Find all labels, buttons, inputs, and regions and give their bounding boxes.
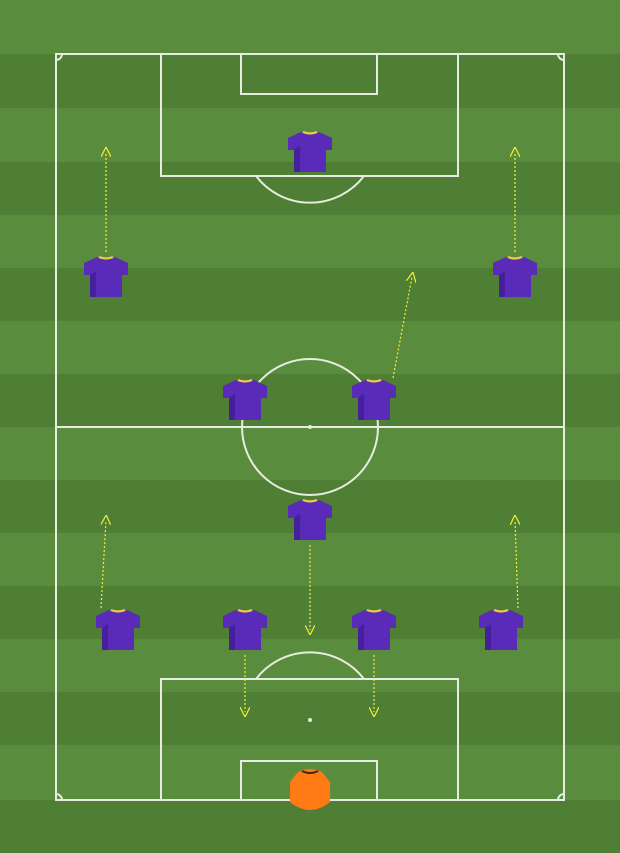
- shirt-icon-lb[interactable]: [96, 608, 140, 650]
- shirt-shade: [358, 624, 364, 650]
- shirt-shade: [294, 514, 300, 540]
- bottom-penalty-arc: [255, 651, 365, 680]
- collar: [110, 608, 126, 613]
- corner-arc-top-right: [557, 53, 565, 61]
- collar: [302, 130, 318, 135]
- shirt-icon-lw[interactable]: [84, 255, 128, 297]
- collar: [301, 770, 319, 774]
- collar: [493, 608, 509, 613]
- collar: [98, 255, 114, 260]
- bottom-penalty-spot: [308, 718, 312, 722]
- shirt-shade: [358, 394, 364, 420]
- shirt-icon-rcm[interactable]: [352, 378, 396, 420]
- corner-arc-bottom-right: [557, 793, 565, 801]
- shirt-icon-lcb[interactable]: [223, 608, 267, 650]
- shirt-shade: [90, 271, 96, 297]
- corner-arc-bottom-left: [55, 793, 63, 801]
- goalkeeper-shirt-icon-gk[interactable]: [290, 769, 330, 810]
- movement-arrows: [100, 152, 518, 712]
- shirt-icon-dm[interactable]: [288, 498, 332, 540]
- shirt-icon-rcb[interactable]: [352, 608, 396, 650]
- run-arrow-lb: [100, 520, 106, 609]
- collar: [366, 608, 382, 613]
- grass-stripe: [0, 639, 620, 692]
- grass-stripe: [0, 0, 620, 54]
- players: [84, 130, 537, 810]
- collar: [302, 498, 318, 503]
- goalkeeper-shirt-body: [290, 769, 330, 810]
- shirt-shade: [229, 624, 235, 650]
- shirt-icon-rw[interactable]: [493, 255, 537, 297]
- shirt-shade: [485, 624, 491, 650]
- grass-stripe: [0, 321, 620, 374]
- shirt-icon-st[interactable]: [288, 130, 332, 172]
- top-goal-area: [240, 53, 378, 95]
- shirt-shade: [499, 271, 505, 297]
- centre-circle: [241, 358, 379, 496]
- collar: [237, 608, 253, 613]
- grass-stripe: [0, 427, 620, 480]
- grass-stripe: [0, 54, 620, 108]
- collar: [366, 378, 382, 383]
- run-arrow-rcm: [392, 277, 412, 379]
- corner-arc-top-left: [55, 53, 63, 61]
- run-arrow-rb: [515, 520, 518, 609]
- shirt-shade: [229, 394, 235, 420]
- top-penalty-arc: [255, 175, 365, 204]
- collar: [507, 255, 523, 260]
- collar: [237, 378, 253, 383]
- centre-spot: [308, 425, 312, 429]
- shirt-shade: [102, 624, 108, 650]
- shirt-icon-lcm[interactable]: [223, 378, 267, 420]
- shirt-icon-rb[interactable]: [479, 608, 523, 650]
- grass-stripe: [0, 374, 620, 427]
- shirt-shade: [294, 146, 300, 172]
